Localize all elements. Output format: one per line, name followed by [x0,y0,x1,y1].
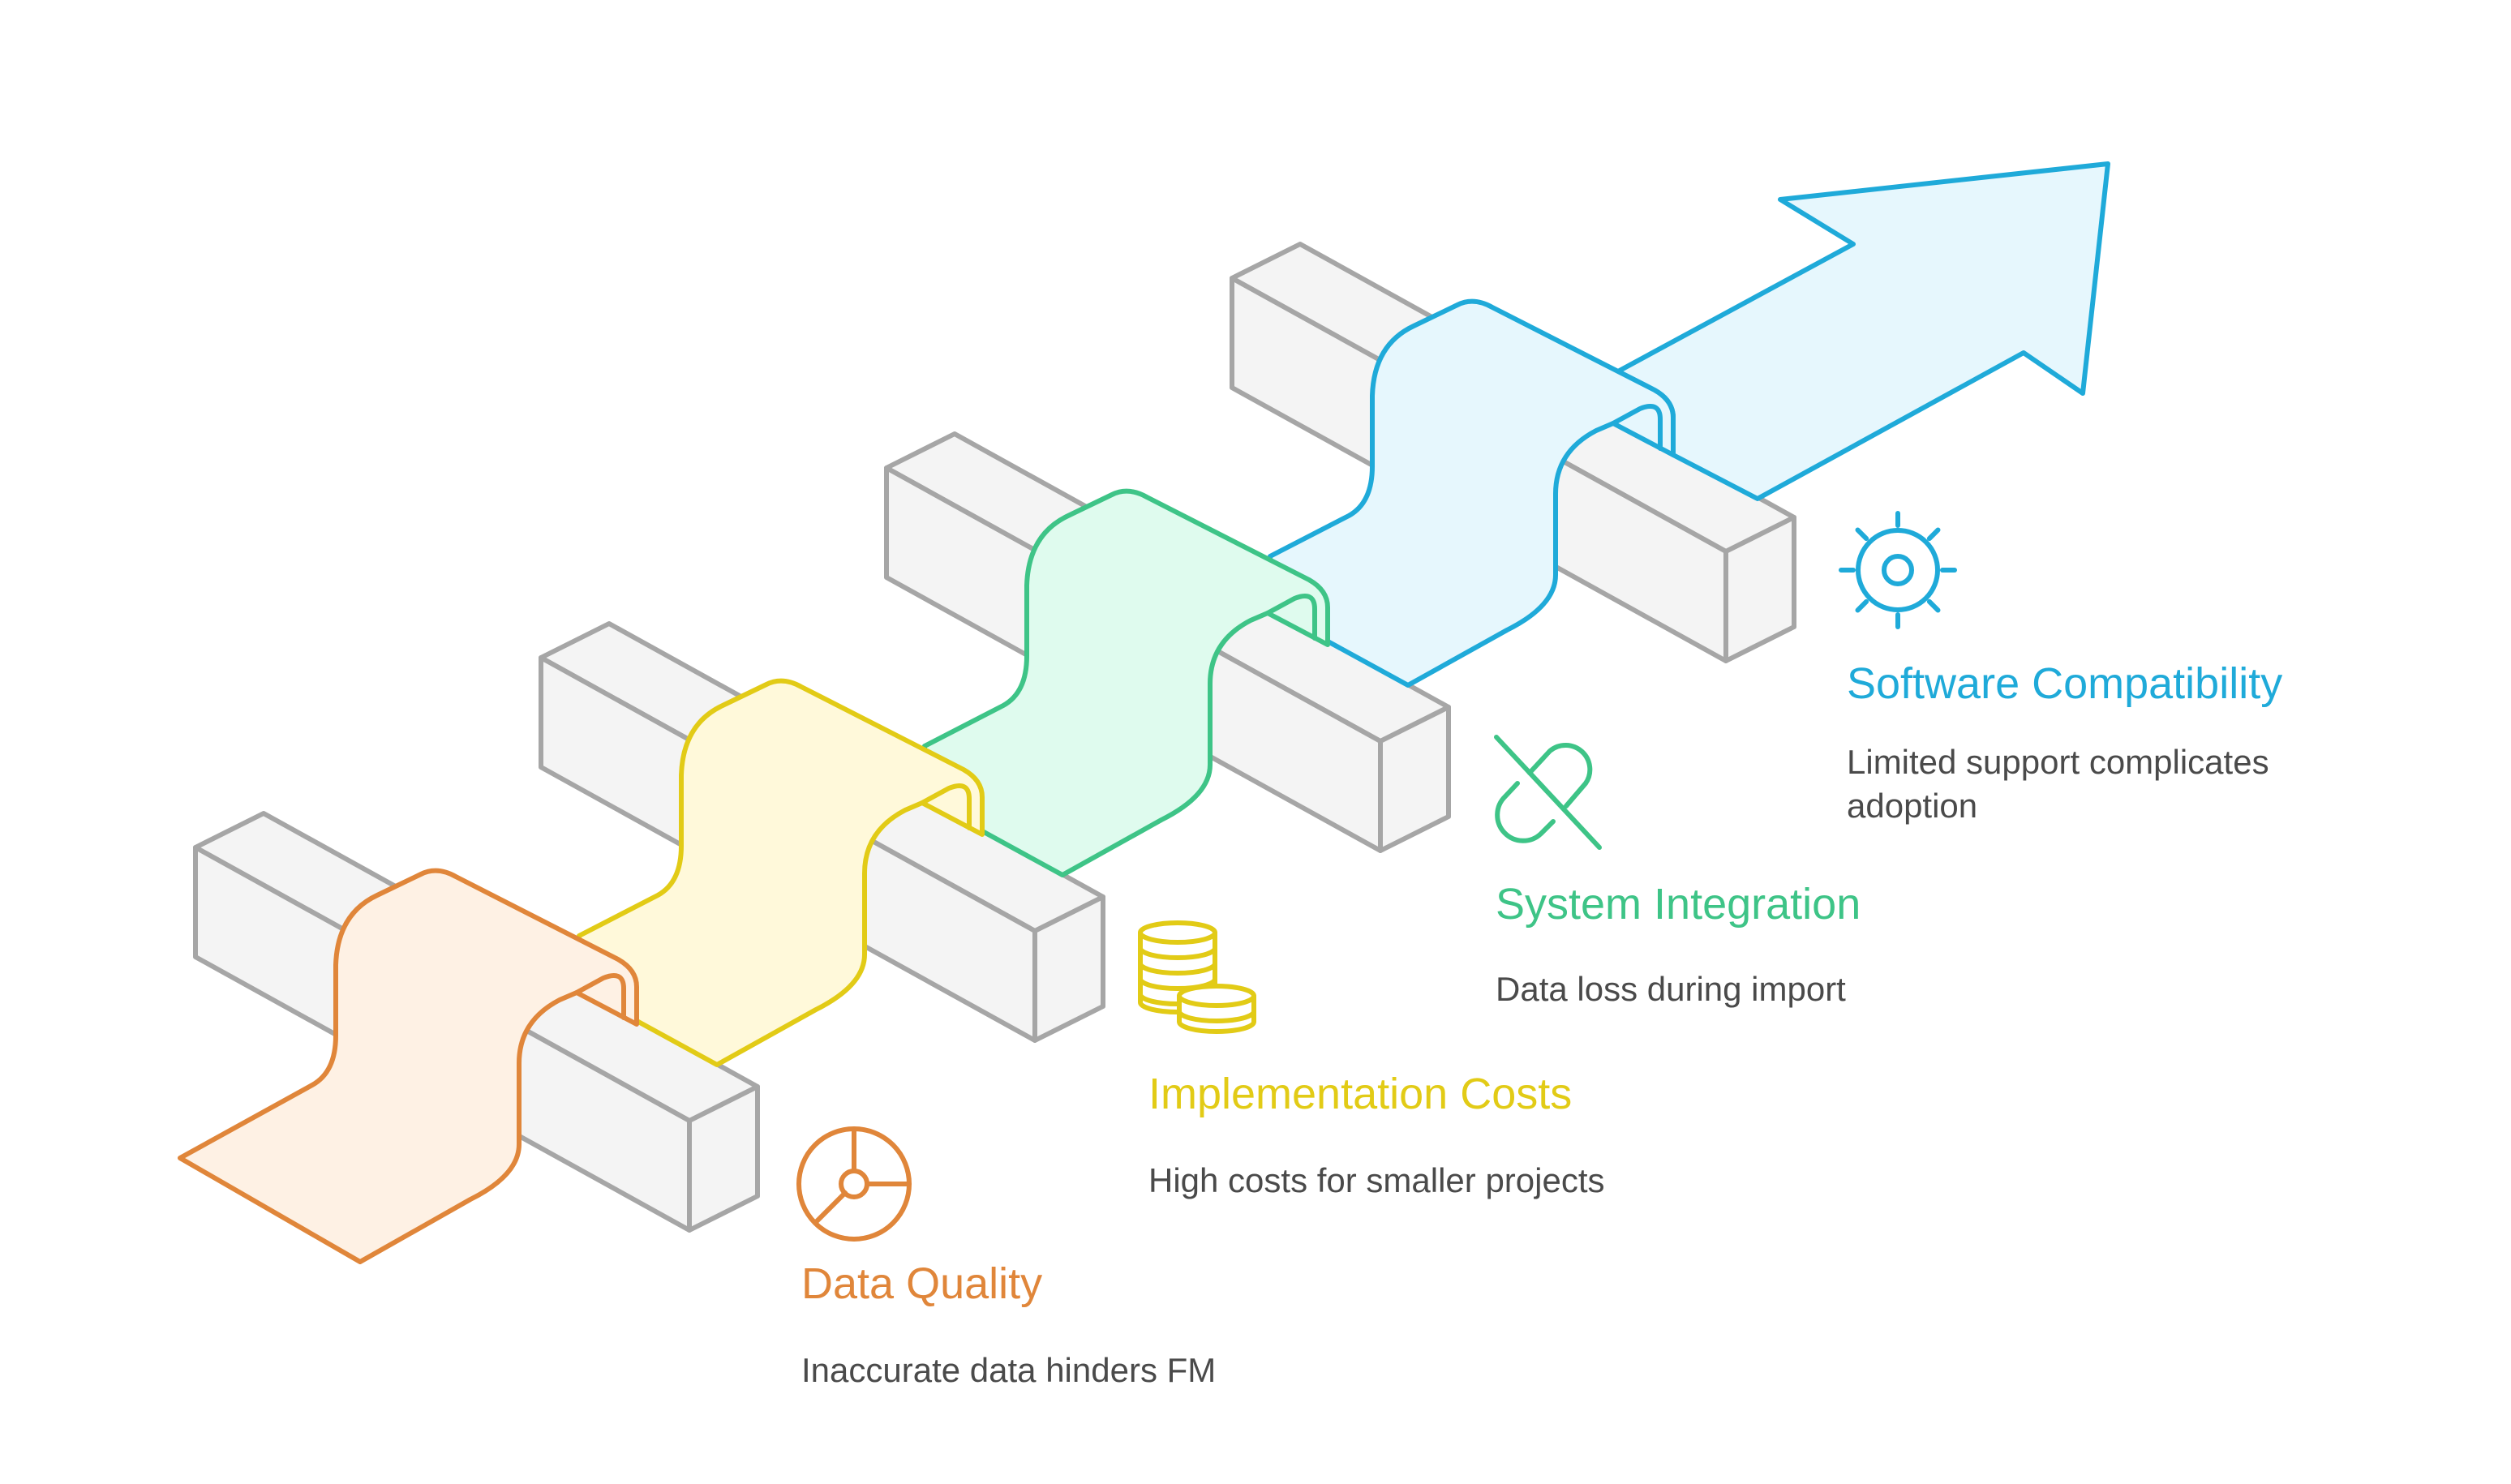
item-title-implementation-costs: Implementation Costs [1148,1070,1573,1118]
gear-ray [1926,527,1941,542]
gear-rays [1839,511,1957,629]
item-description-software-compatibility: Limited support complicates adoption [1847,743,2269,825]
ribbon-band [922,488,1330,877]
progress-arrow [1616,161,2110,501]
ribbon-data-quality [178,868,639,1264]
ribbon-fold [574,973,626,1020]
barrier-end-face [1723,515,1796,663]
ribbon-software-compatibility [1268,298,1676,688]
gear-ray [1855,598,1869,613]
item-description-system-integration: Data loss during import [1496,970,1846,1008]
barrier-end-face [1378,705,1451,853]
gear-icon [1839,511,1957,629]
ribbon-band [1268,298,1676,688]
gear-ray [1926,598,1941,613]
pie-chart-icon [796,1126,912,1242]
ribbon-band [178,868,639,1264]
item-title-system-integration: System Integration [1496,880,1861,929]
coins-icon [1137,920,1256,1034]
ribbon-system-integration [922,488,1330,877]
ribbon-band [577,678,985,1067]
ribbon-implementation-costs [577,678,985,1067]
ribbon-fold [920,783,972,830]
barrier-end-face [1032,894,1105,1043]
barrier-end-face [687,1084,760,1233]
item-title-software-compatibility: Software Compatibility [1847,659,2283,708]
ribbon-fold [1265,594,1317,641]
gear-ray [1855,527,1869,542]
broken-link-icon [1494,735,1602,850]
ribbon-fold [1611,404,1663,451]
item-description-implementation-costs: High costs for smaller projects [1148,1161,1605,1199]
item-title-data-quality: Data Quality [801,1259,1043,1308]
item-description-data-quality: Inaccurate data hinders FM [801,1351,1217,1389]
